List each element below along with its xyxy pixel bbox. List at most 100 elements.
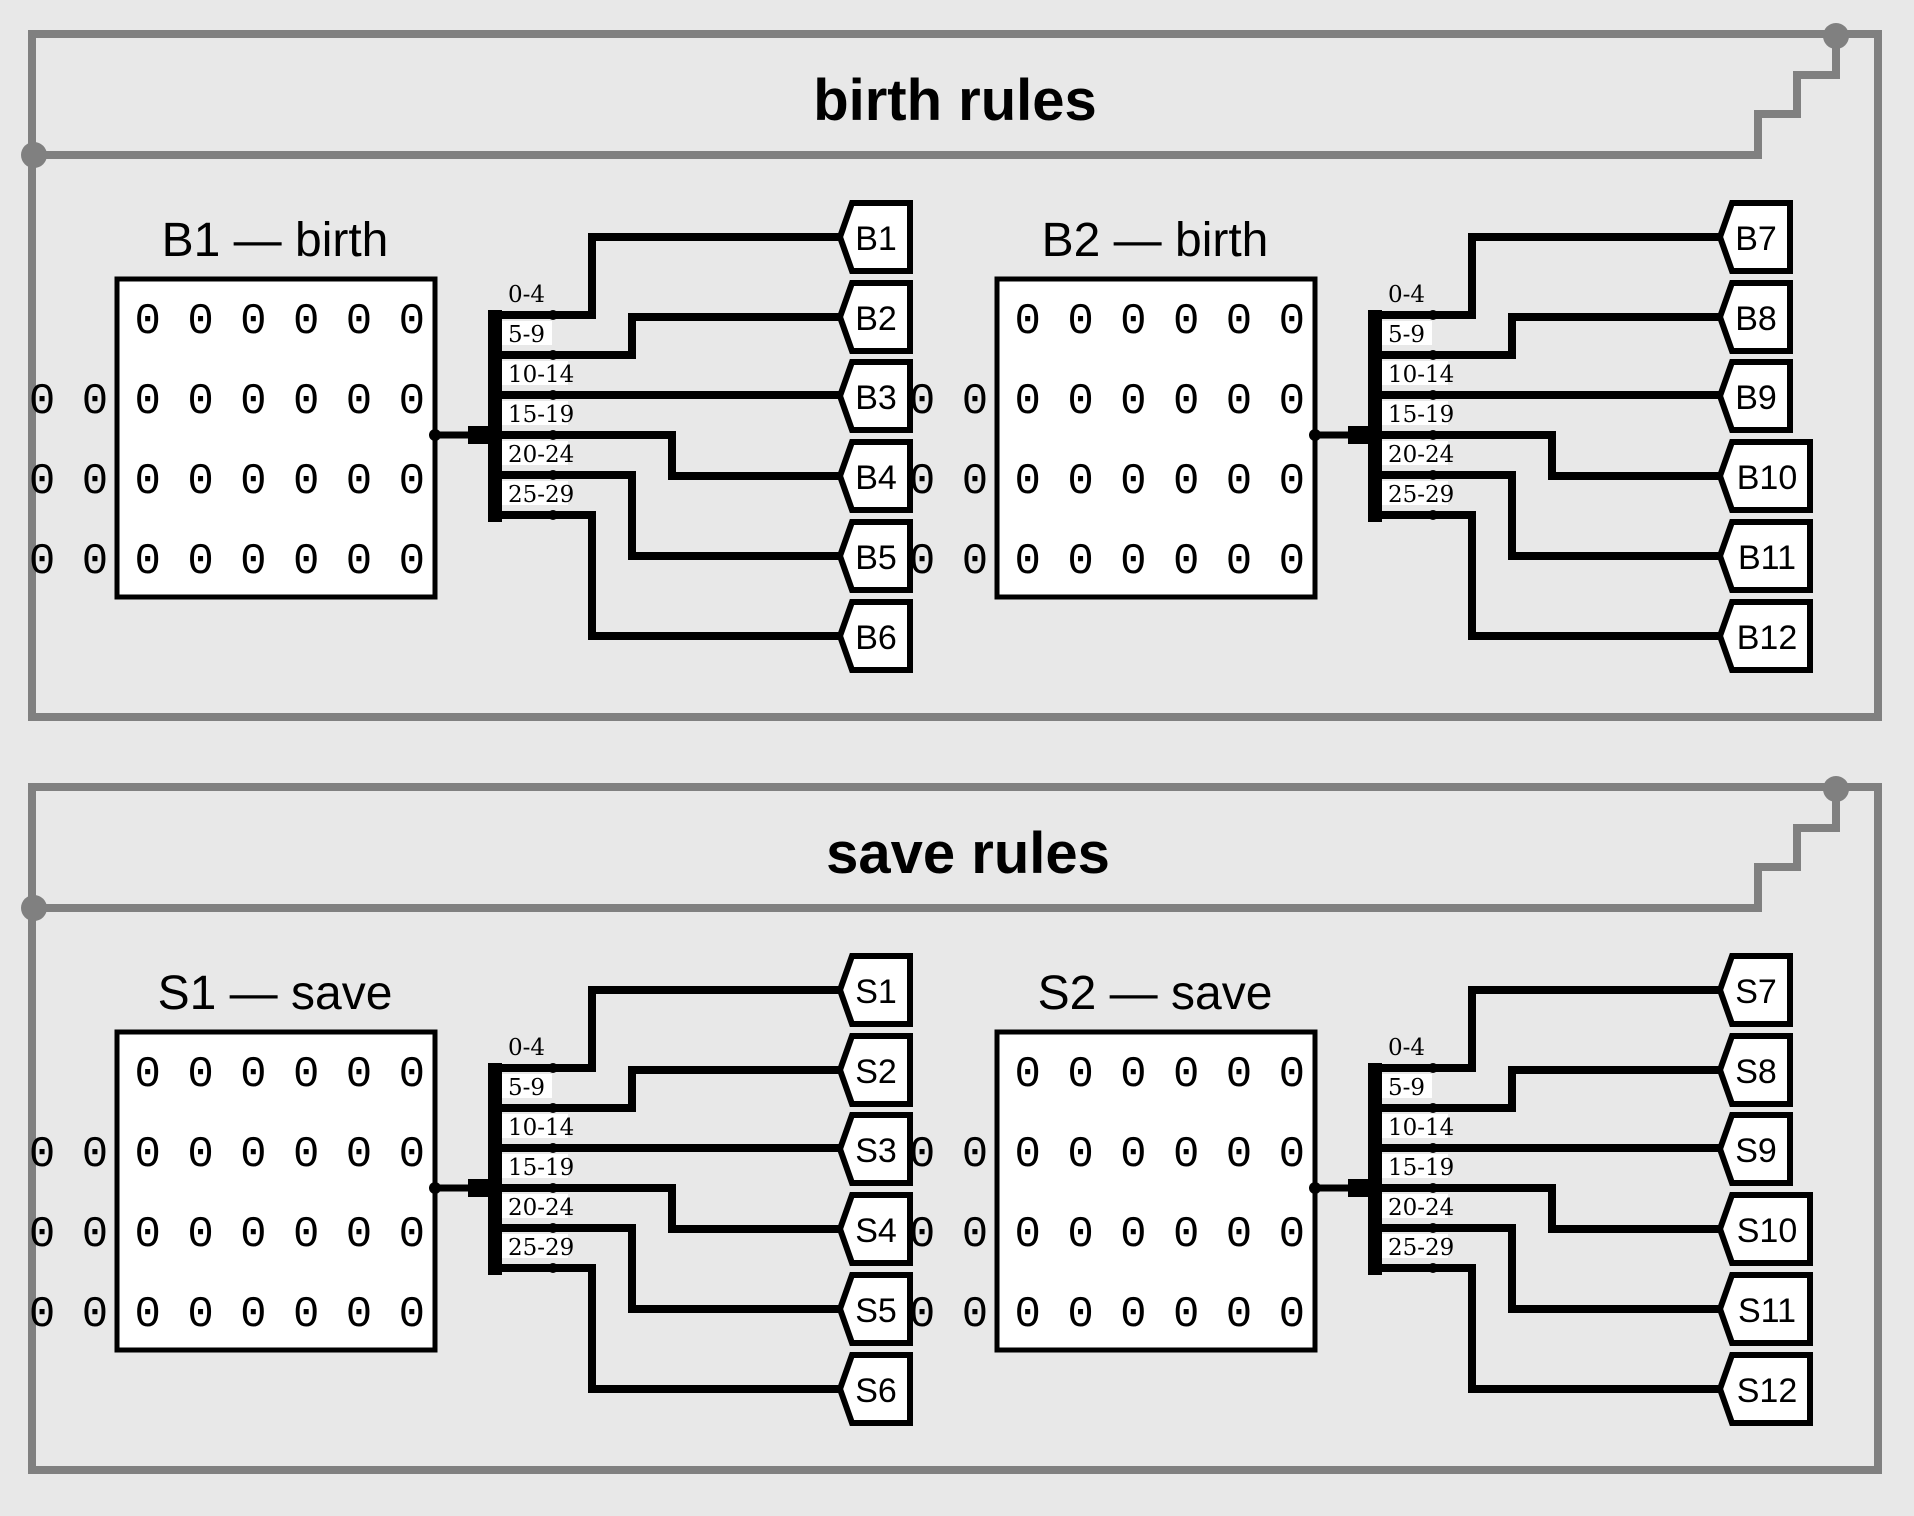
tunnel-label: S7: [1735, 973, 1777, 1011]
range-label-bg: [1382, 1154, 1448, 1178]
signal-wire: [495, 1224, 840, 1313]
output-tunnel: S3: [836, 1112, 913, 1186]
bit-row: 0 0 0 0 0 0 0 0: [29, 377, 425, 427]
tunnel-label: B2: [855, 300, 897, 338]
tunnel-label: B11: [1738, 539, 1796, 577]
signal-wire: [1375, 986, 1720, 1072]
range-label-bg: [502, 1074, 552, 1098]
signal-wire: [1375, 1264, 1720, 1393]
tunnel-shape: [1716, 1352, 1813, 1426]
tunnel-label: B10: [1737, 459, 1798, 497]
output-tunnel: S1: [836, 953, 913, 1027]
range-label-bg: [502, 361, 568, 385]
splitter-bus: [488, 1063, 502, 1275]
output-tunnel: S12: [1716, 1352, 1813, 1426]
range-label-bg: [1382, 1234, 1448, 1258]
rule-block: B2 — birth 0 0 0 0 0 0 0 0 0 0 0 0 0 0 0…: [909, 200, 1813, 673]
output-tunnel: S10: [1716, 1192, 1813, 1266]
range-label: 0-4: [508, 1035, 545, 1061]
output-tunnel: B8: [1716, 280, 1793, 354]
output-tunnel: B3: [836, 359, 913, 433]
range-label: 15-19: [508, 402, 574, 428]
tunnel-shape: [836, 1192, 913, 1266]
range-label-bg: [1382, 481, 1448, 505]
range-label: 5-9: [508, 322, 545, 348]
range-label: 10-14: [1388, 1115, 1454, 1141]
tunnel-label: B1: [855, 220, 897, 258]
tap-node: [1428, 470, 1438, 480]
signal-wire: [1375, 471, 1720, 560]
tap-node: [548, 1183, 558, 1193]
tunnel-label: S8: [1735, 1053, 1777, 1091]
tap-node: [1428, 1183, 1438, 1193]
bus-node: [21, 142, 47, 168]
range-label: 0-4: [1388, 1035, 1425, 1061]
bit-row: 0 0 0 0 0 0: [1015, 1050, 1305, 1100]
signal-wire: [1375, 1066, 1720, 1112]
tunnel-shape: [1716, 1033, 1793, 1107]
output-tunnel: B9: [1716, 359, 1793, 433]
range-label-bg: [1382, 1074, 1432, 1098]
range-label: 25-29: [508, 482, 574, 508]
output-tunnel: S4: [836, 1192, 913, 1266]
output-tunnel: S2: [836, 1033, 913, 1107]
tunnel-shape: [836, 1033, 913, 1107]
memory-grid: [114, 1029, 438, 1353]
range-label: 20-24: [508, 1195, 574, 1221]
signal-wire: [495, 1184, 840, 1233]
tunnel-shape: [1716, 519, 1813, 593]
bus-node: [21, 895, 47, 921]
bit-row: 0 0 0 0 0 0 0 0: [909, 1290, 1305, 1340]
signal-wire: [1375, 431, 1720, 480]
range-label: 20-24: [508, 442, 574, 468]
bus-stub: [468, 1179, 494, 1197]
output-tunnel: S7: [1716, 953, 1793, 1027]
tap-node: [548, 470, 558, 480]
bus-node: [1823, 776, 1849, 802]
signal-wire: [1375, 313, 1720, 359]
tap-node: [548, 390, 558, 400]
tunnel-shape: [1716, 599, 1813, 673]
bit-row: 0 0 0 0 0 0: [135, 297, 425, 347]
tunnel-shape: [836, 599, 913, 673]
output-tunnel: B1: [836, 200, 913, 274]
tap-node: [548, 1263, 558, 1273]
bit-row: 0 0 0 0 0 0 0 0: [29, 537, 425, 587]
tap-node: [1428, 1143, 1438, 1153]
range-label-bg: [502, 1234, 568, 1258]
signal-wire: [495, 986, 840, 1072]
bit-row: 0 0 0 0 0 0 0 0: [909, 377, 1305, 427]
tunnel-label: B5: [855, 539, 897, 577]
tunnel-label: S4: [855, 1212, 897, 1250]
tunnel-shape: [836, 519, 913, 593]
tunnel-label: S6: [855, 1372, 897, 1410]
signal-wire: [1375, 233, 1720, 319]
signal-wire: [495, 511, 840, 640]
bit-row: 0 0 0 0 0 0 0 0: [29, 1290, 425, 1340]
signal-wire: [495, 1264, 840, 1393]
tunnel-label: B9: [1735, 379, 1777, 417]
output-tunnel: B2: [836, 280, 913, 354]
tunnel-label: S12: [1737, 1372, 1798, 1410]
tap-node: [548, 430, 558, 440]
tap-node: [1428, 350, 1438, 360]
memory-grid: [994, 1029, 1318, 1353]
tunnel-label: S10: [1737, 1212, 1798, 1250]
section-title: birth rules: [813, 68, 1097, 133]
splitter-bus: [1368, 310, 1382, 522]
tunnel-label: B8: [1735, 300, 1777, 338]
range-label: 25-29: [1388, 482, 1454, 508]
output-tunnel: S8: [1716, 1033, 1793, 1107]
bit-row: 0 0 0 0 0 0 0 0: [29, 1210, 425, 1260]
tunnel-label: B12: [1737, 619, 1798, 657]
bit-row: 0 0 0 0 0 0 0 0: [909, 457, 1305, 507]
signal-wire: [495, 1066, 840, 1112]
splitter-bus: [488, 310, 502, 522]
range-label-bg: [502, 401, 568, 425]
tap-node: [548, 510, 558, 520]
memory-label: S1 — save: [158, 967, 393, 1020]
output-tunnel: S5: [836, 1272, 913, 1346]
rule-block: S1 — save 0 0 0 0 0 0 0 0 0 0 0 0 0 0 0 …: [29, 953, 913, 1426]
tap-node: [1428, 390, 1438, 400]
